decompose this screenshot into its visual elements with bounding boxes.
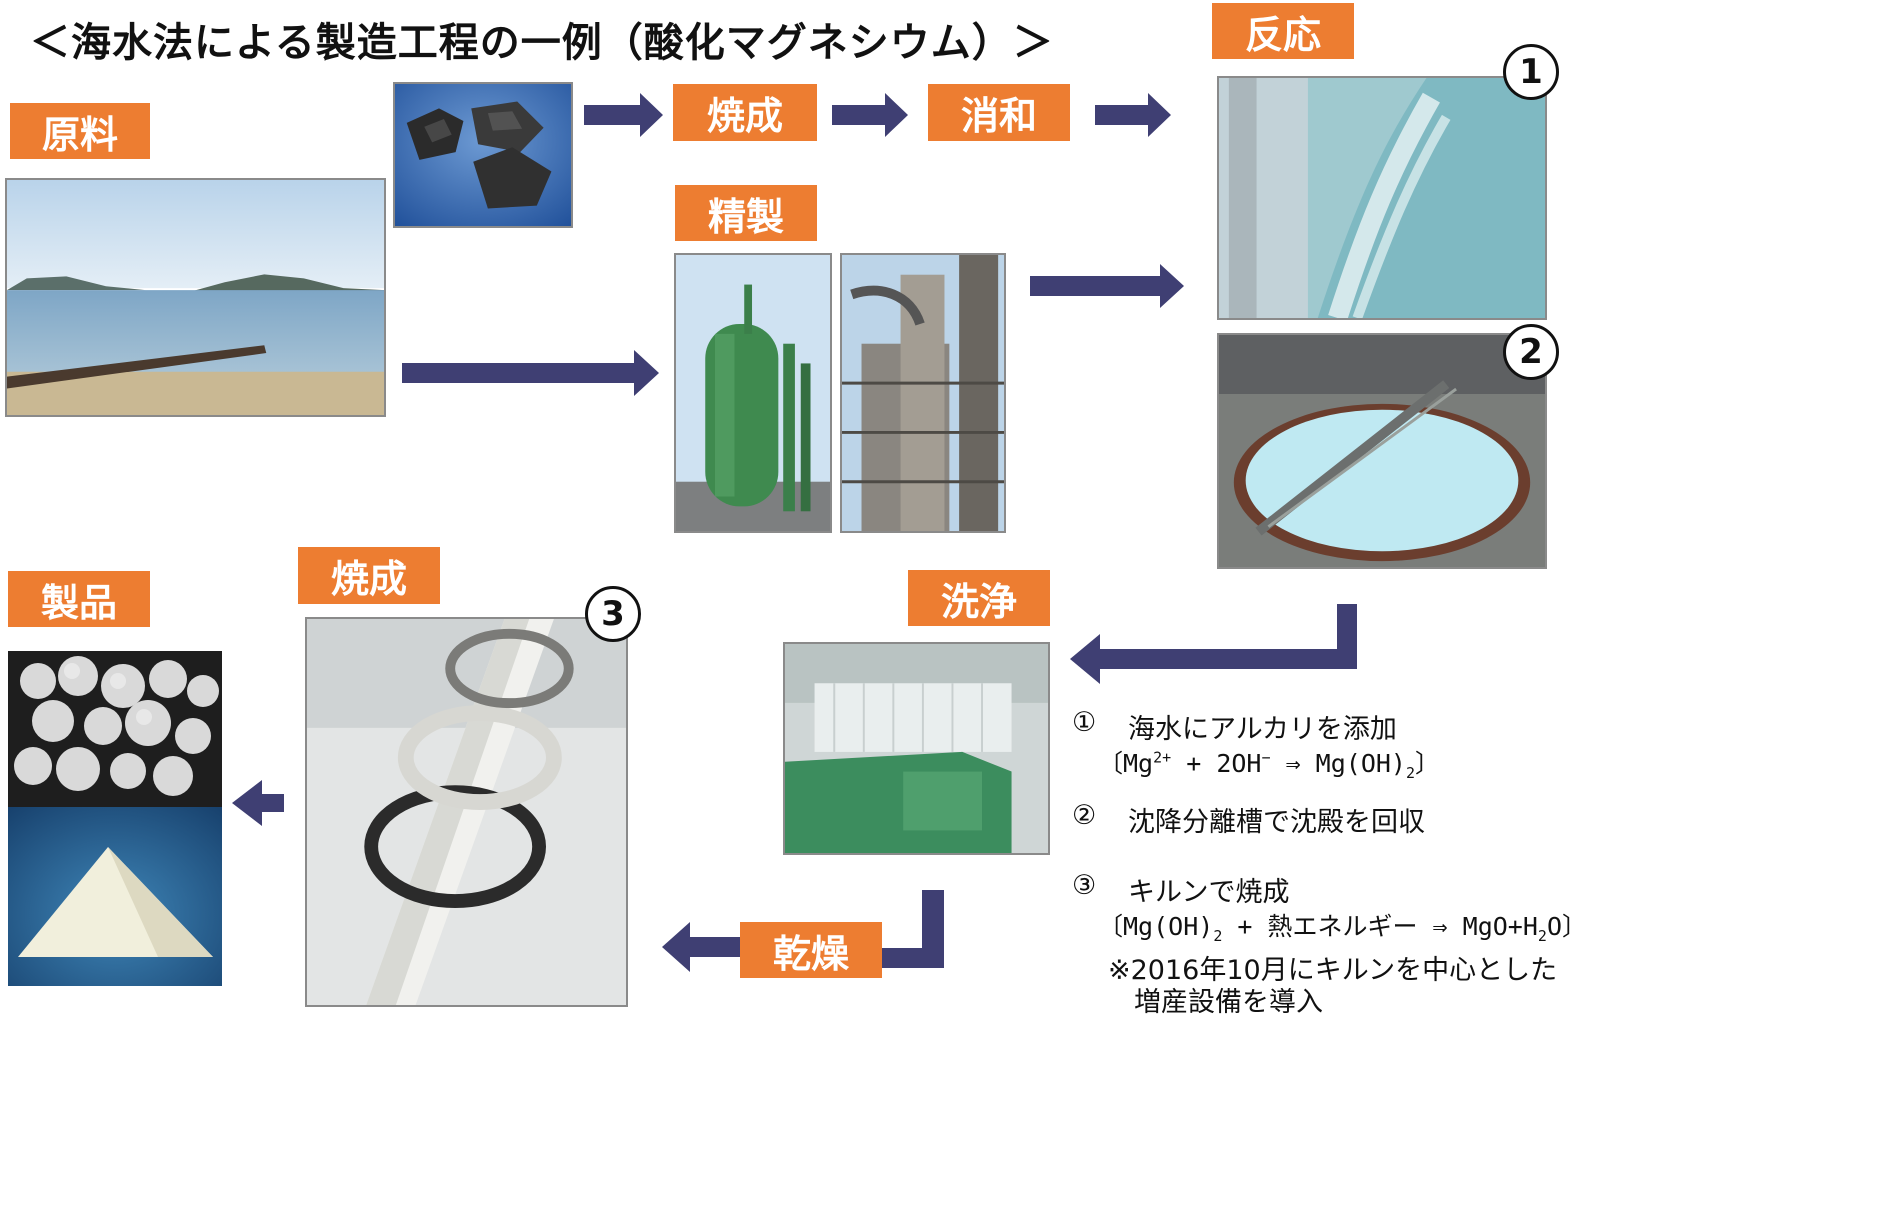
- reaction-photo-2: [1217, 333, 1547, 569]
- product-powder-photo: [8, 807, 222, 986]
- page-title: ＜海水法による製造工程の一例（酸化マグネシウム）＞: [30, 20, 1054, 66]
- step-badge-1: 1: [1503, 44, 1559, 100]
- arrow-drying-to-calcination: [662, 922, 740, 972]
- kiln-photo: [305, 617, 628, 1007]
- note-3-text: キルンで焼成: [1128, 877, 1290, 908]
- seawater-photo: [5, 178, 386, 417]
- step-badge-2: 2: [1503, 324, 1559, 380]
- label-calcination-bottom: 焼成: [298, 547, 440, 604]
- arrow-washing-to-drying: [882, 890, 944, 968]
- arrow-calcination-to-product: [232, 780, 284, 826]
- label-refining: 精製: [675, 185, 817, 241]
- label-calcination-top: 焼成: [673, 84, 817, 141]
- arrow-limestone-to-calcination: [584, 93, 663, 137]
- refining-plant-photo: [840, 253, 1006, 533]
- label-raw-material: 原料: [10, 103, 150, 159]
- arrow-reaction-to-washing: [1070, 604, 1357, 684]
- label-drying: 乾燥: [740, 922, 882, 978]
- note-2-text: 沈降分離槽で沈殿を回収: [1128, 807, 1425, 838]
- note-1-text: 海水にアルカリを添加: [1128, 714, 1397, 745]
- washing-photo: [783, 642, 1050, 855]
- label-washing: 洗浄: [908, 570, 1050, 626]
- limestone-photo: [393, 82, 573, 228]
- note-3-number: ③: [1072, 870, 1097, 901]
- label-reaction: 反応: [1212, 3, 1354, 59]
- remark-line-1: ※2016年10月にキルンを中心とした: [1108, 955, 1558, 986]
- arrow-refining-to-reaction: [1030, 264, 1184, 308]
- label-slaking: 消和: [928, 84, 1070, 141]
- label-product: 製品: [8, 571, 150, 627]
- note-3-formula: 〔Mg(OH)2 + 熱エネルギー ⇒ MgO+H2O〕: [1098, 912, 1588, 945]
- reaction-photo-1: [1217, 76, 1547, 320]
- remark-line-2: 増産設備を導入: [1134, 987, 1323, 1018]
- arrow-slaking-to-reaction: [1095, 93, 1171, 137]
- product-sem-photo: [8, 651, 222, 807]
- refining-tank-photo: [674, 253, 832, 533]
- step-badge-3: 3: [585, 586, 641, 642]
- note-2-number: ②: [1072, 800, 1097, 831]
- note-1-formula: 〔Mg2+ + 2OH− ⇒ Mg(OH)2〕: [1098, 748, 1441, 782]
- arrow-calcination-to-slaking: [832, 93, 908, 137]
- arrow-seawater-to-refining: [402, 350, 659, 396]
- note-1-number: ①: [1072, 707, 1097, 738]
